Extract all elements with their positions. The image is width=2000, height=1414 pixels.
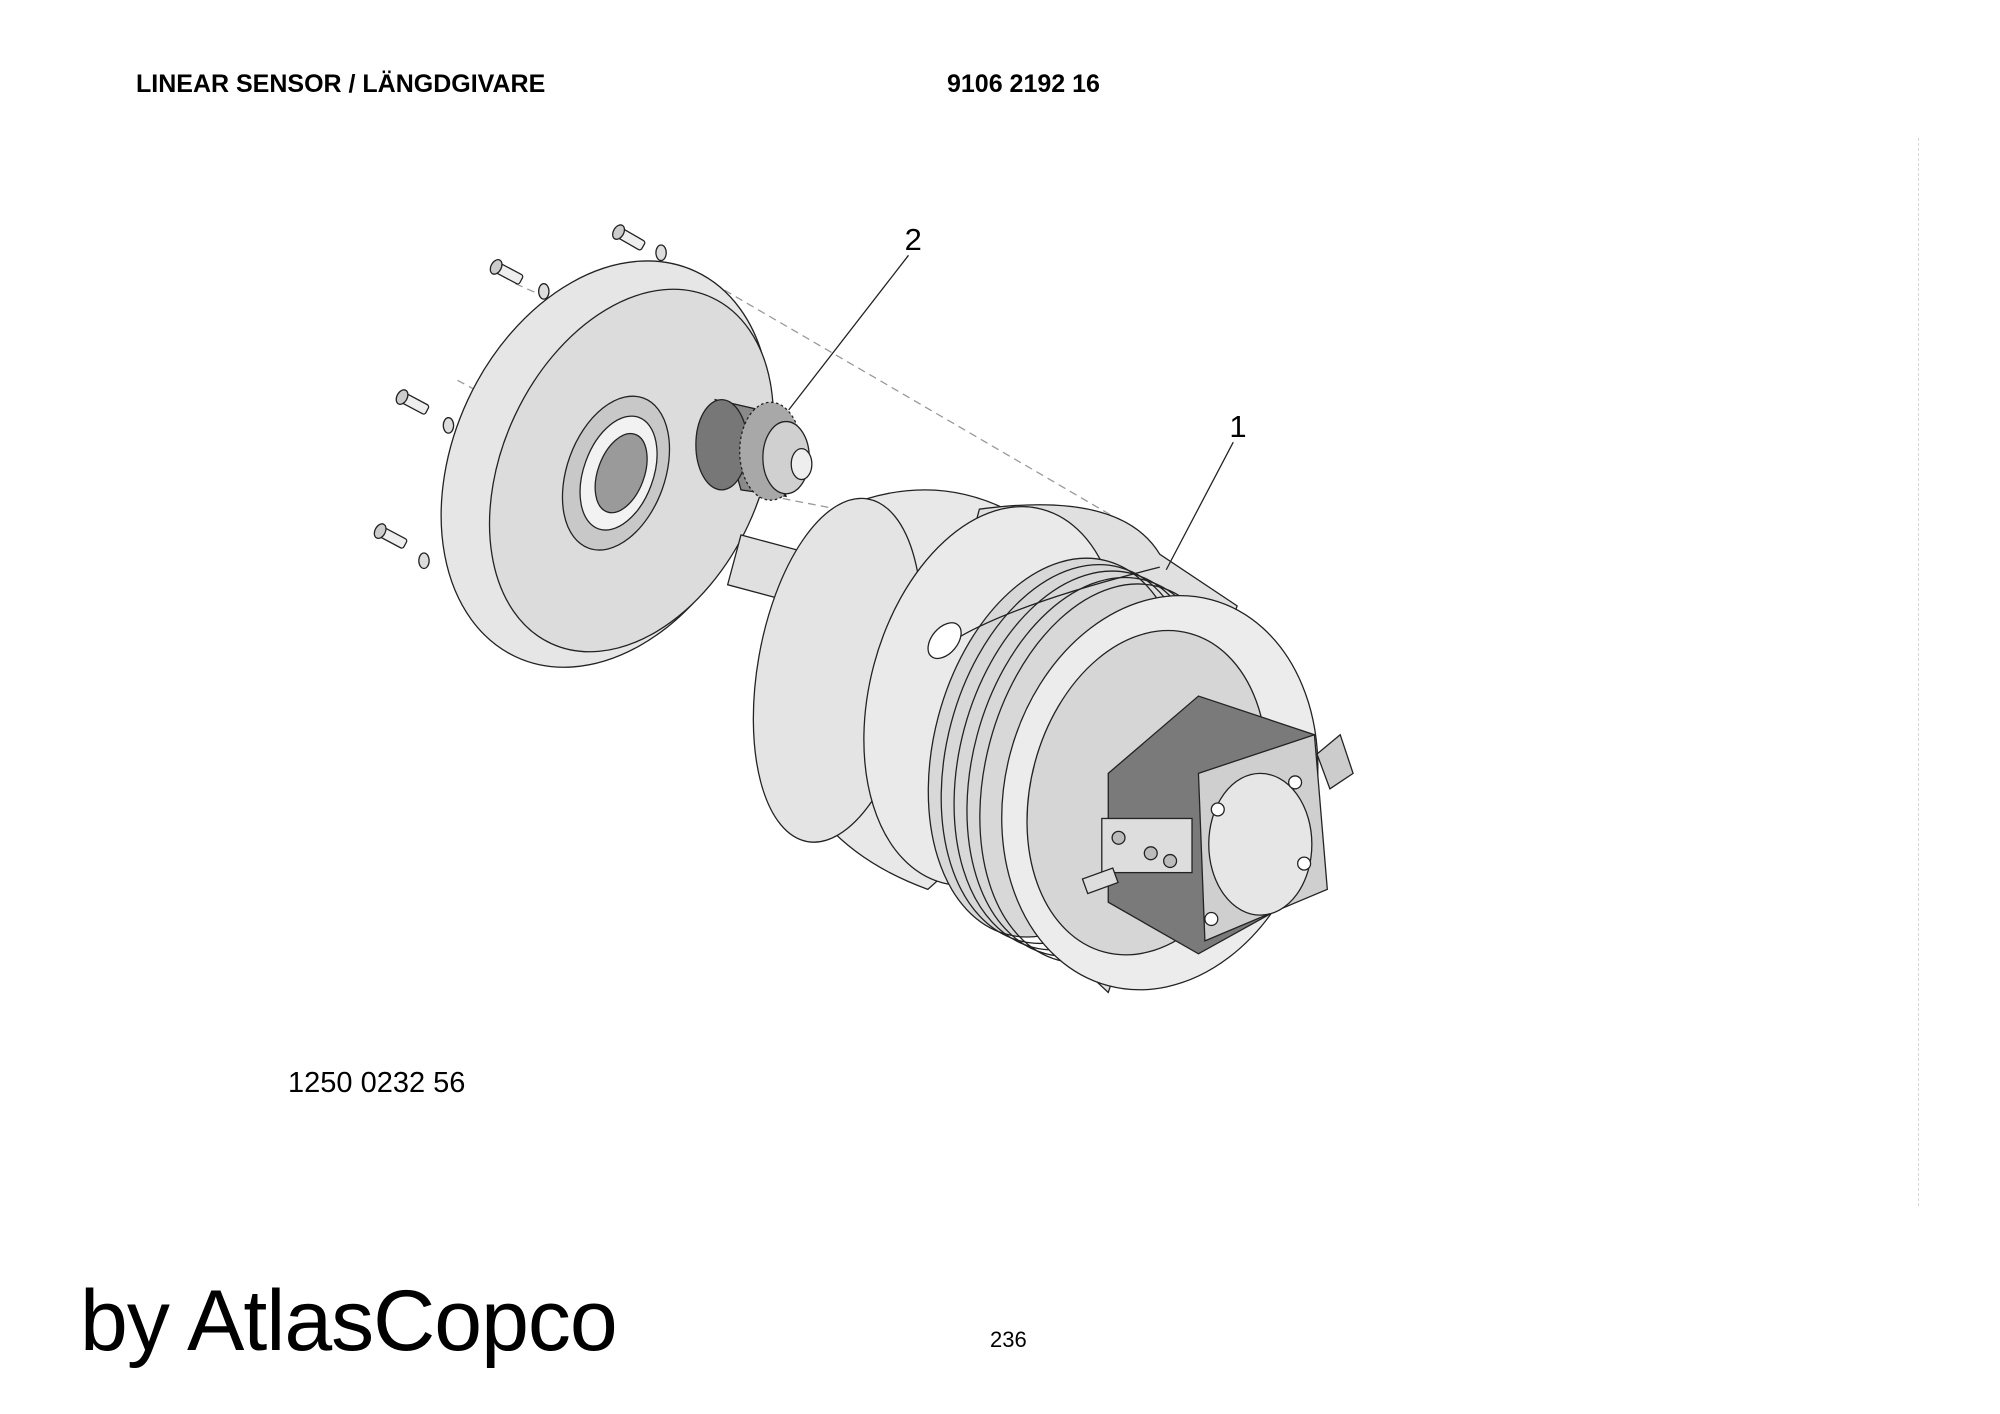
flange-cover [440,260,774,668]
page-number: 236 [990,1327,1027,1352]
gear-hub [695,398,813,501]
leader-line-1 [1165,441,1234,571]
document-title: LINEAR SENSOR / LÄNGDGIVARE [136,70,546,98]
encoder-sensor [1081,695,1354,955]
drawing-number: 1250 0232 56 [288,1067,466,1099]
callout-1: 1 [1229,409,1246,444]
callout-2: 2 [905,222,922,257]
part-number: 9106 2192 16 [947,70,1100,98]
brand-footer: by AtlasCopco [80,1273,618,1369]
screw-icon [373,224,667,570]
page-margin-line [1918,138,1919,1206]
leader-line-2 [788,254,910,411]
